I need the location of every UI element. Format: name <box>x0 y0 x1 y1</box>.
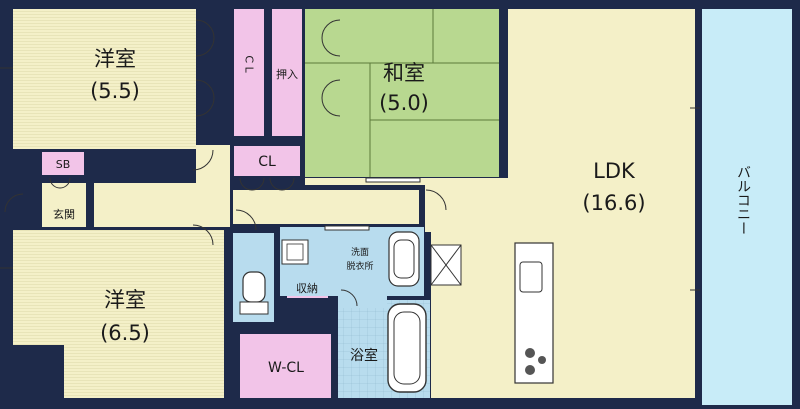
western-room-1-name: 洋室 <box>94 47 136 71</box>
toilet <box>239 271 269 315</box>
closet-1-area <box>234 9 264 136</box>
storage-name: 収納 <box>296 282 318 295</box>
walk-in-closet-name: W-CL <box>268 360 304 376</box>
washroom-name-line1: 洗面 <box>351 246 369 258</box>
shoe-box-area <box>42 152 84 175</box>
balcony-area <box>702 9 792 405</box>
bath-corridor <box>338 290 387 308</box>
doors <box>4 19 447 307</box>
western-room-1-floor <box>13 9 196 149</box>
bathtub <box>387 303 427 393</box>
entrance-name: 玄関 <box>53 207 75 221</box>
washing-machine <box>281 239 309 265</box>
closet-2-name: CL <box>258 154 276 170</box>
western-room-2-floor <box>13 230 224 398</box>
washbasin <box>388 231 420 287</box>
western-room-2-name: 洋室 <box>104 288 146 312</box>
western-room-2-size: (6.5) <box>100 321 150 345</box>
closet-1-name: C L <box>243 55 256 73</box>
tatami-lines <box>305 9 499 177</box>
ldk-size: (16.6) <box>582 191 645 215</box>
japanese-room-name: 和室 <box>383 61 425 85</box>
ldk-name: LDK <box>593 159 636 183</box>
oshiire-name: 押入 <box>276 67 298 81</box>
washroom-name-line2: 脱衣所 <box>346 260 373 272</box>
bathroom-name: 浴室 <box>350 347 378 364</box>
walk-in-closet-area <box>240 334 331 398</box>
western-room-1-size: (5.5) <box>90 79 140 103</box>
hallway-right <box>233 190 419 224</box>
pipe-space <box>430 244 462 286</box>
balcony-name: バルコニー <box>735 165 751 235</box>
ldk-floor <box>305 9 695 398</box>
entrance-floor <box>42 183 86 227</box>
closet-2-area <box>234 146 300 176</box>
kitchen-counter <box>514 242 554 384</box>
shoe-box-name: SB <box>56 158 71 171</box>
japanese-room-size: (5.0) <box>379 91 429 115</box>
windows <box>0 67 700 291</box>
japanese-room-floor <box>305 9 499 177</box>
oshiire-area <box>272 9 302 136</box>
